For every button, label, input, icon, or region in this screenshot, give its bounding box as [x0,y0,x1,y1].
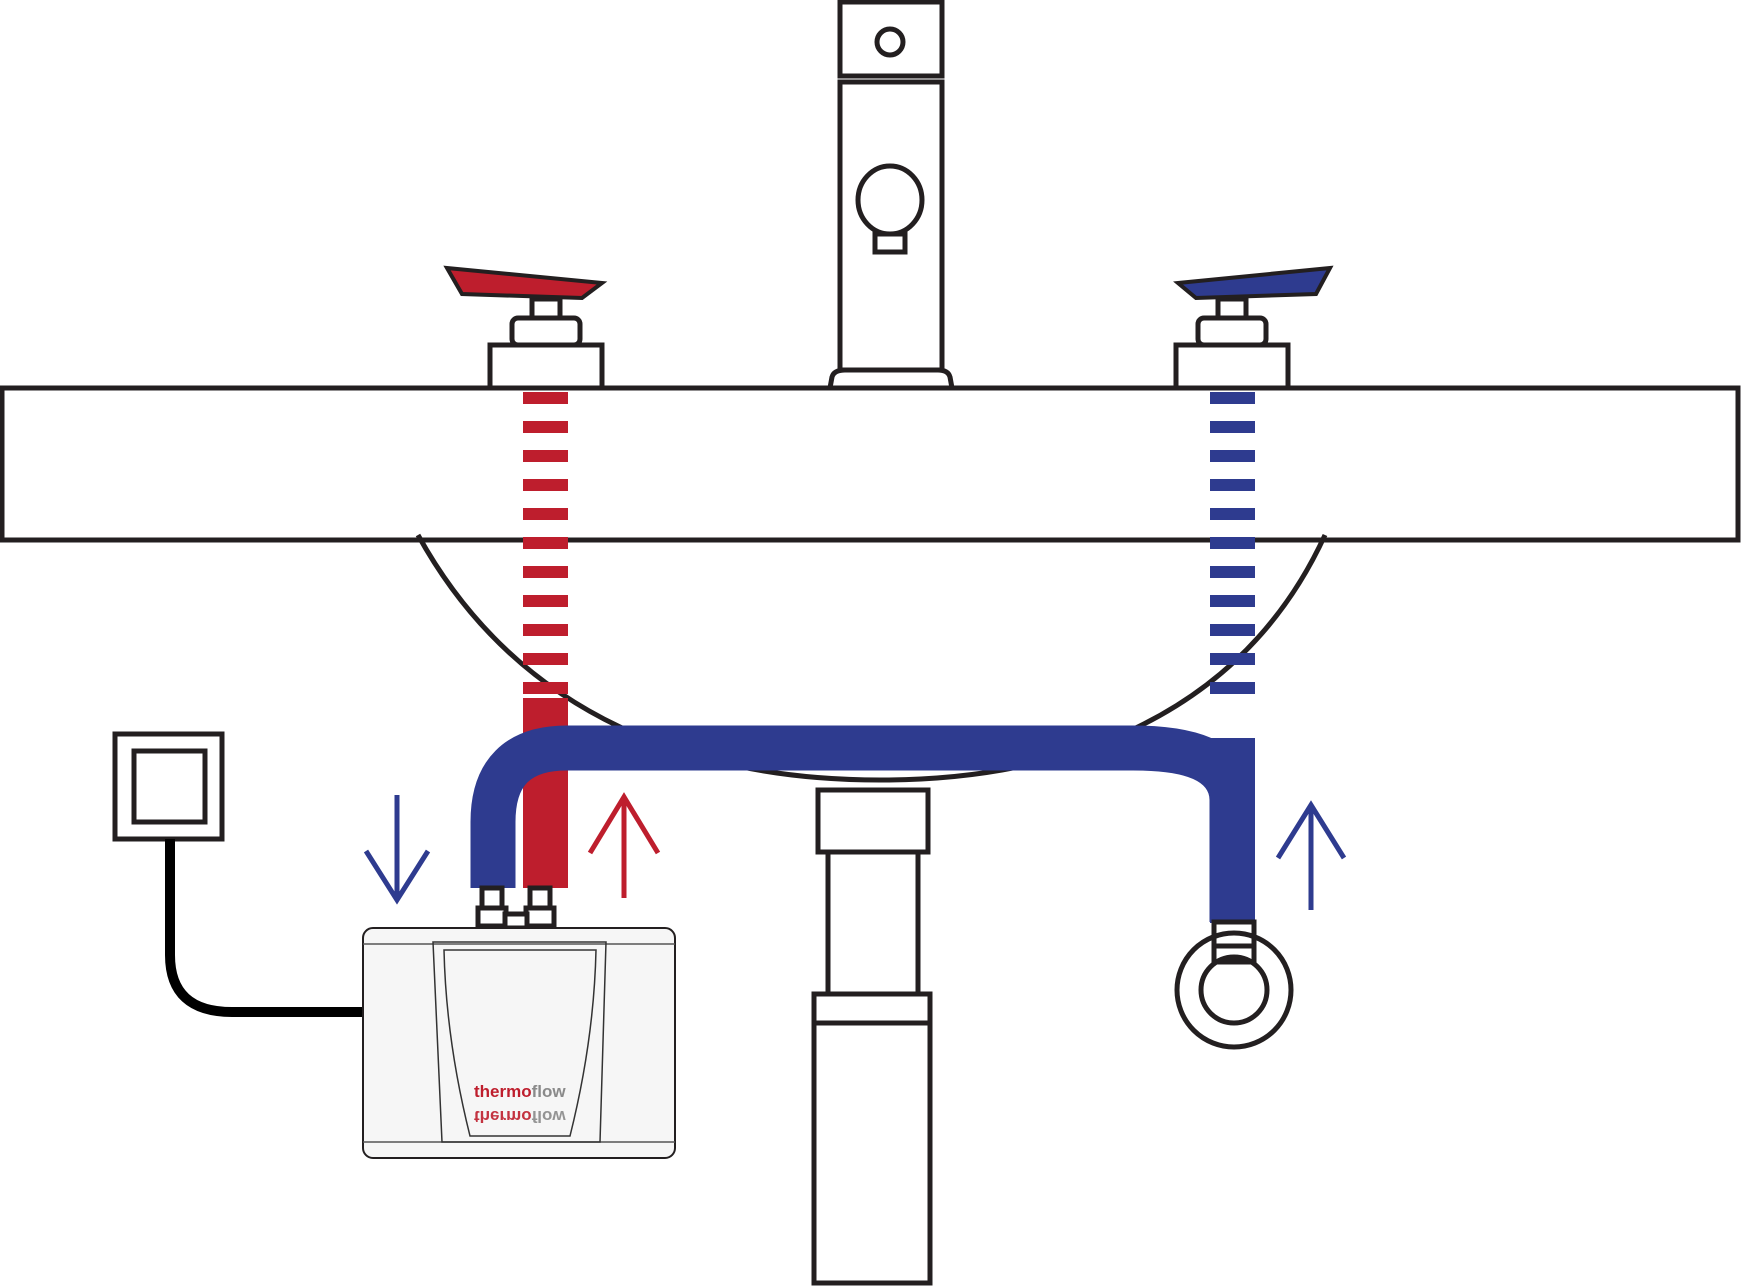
svg-text:thermoflow: thermoflow [474,1107,566,1126]
pipe-stripe [523,653,568,665]
pipe-stripe [1210,421,1255,433]
heater-front-panel [432,941,607,1143]
pipe-stripe [1210,595,1255,607]
heater-brand-logo: thermoflow [474,1082,566,1101]
pipe-stripe [523,566,568,578]
pipe-stripe [523,682,568,694]
wall-stop-valve [1174,919,1294,1050]
pipe-stripe [523,595,568,607]
pipe-stripe [1210,682,1255,694]
hot-valve-handle [443,265,608,301]
cold-down-arrow-icon [363,795,431,905]
cold-riser-pipe [1210,738,1255,923]
heater-body [362,927,676,1159]
hot-pipe-dashed [523,392,568,694]
drain-trap [811,787,933,1286]
heater-fittings [475,885,557,931]
pipe-stripe [1210,508,1255,520]
countertop [0,385,1741,543]
pipe-stripe [523,537,568,549]
pipe-stripe [1210,566,1255,578]
sink-basin [415,533,1328,783]
power-switch [112,731,225,842]
pipe-stripe [1210,392,1255,404]
pipe-stripe [1210,624,1255,636]
power-cable [165,839,362,1017]
pipe-stripe [523,421,568,433]
cold-supply-up-arrow-icon [1275,800,1347,910]
heater-brand-reflection: thermoflow [474,1107,566,1126]
pipe-stripe [1210,450,1255,462]
cold-valve [1173,265,1334,391]
pipe-stripe [1210,653,1255,665]
hot-valve [443,265,608,391]
pipe-stripe [1210,479,1255,491]
pipe-stripe [523,508,568,520]
water-heater: thermoflow thermoflow [362,885,676,1159]
pipe-stripe [523,479,568,491]
cold-valve-handle [1173,265,1334,301]
faucet [827,0,955,391]
pipe-stripe [523,624,568,636]
pipe-stripe [523,392,568,404]
hot-up-arrow-icon [587,792,661,898]
pipe-stripe [523,450,568,462]
pipe-stripe [1210,537,1255,549]
cold-pipe-dashed [1210,392,1255,694]
